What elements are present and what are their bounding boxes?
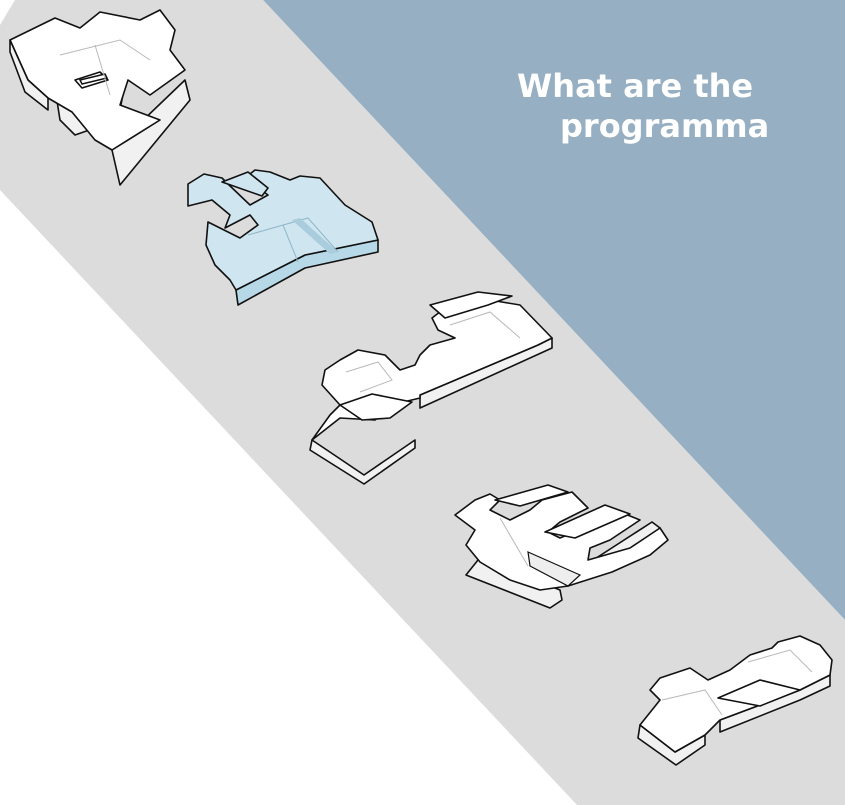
building-model-2 xyxy=(187,169,379,306)
building-model-3 xyxy=(309,291,553,485)
building-model-4 xyxy=(454,484,669,609)
building-model-5 xyxy=(637,635,833,766)
building-model-1 xyxy=(9,9,191,186)
heading-line-2: programma xyxy=(560,107,770,145)
heading-line-1: What are the xyxy=(517,67,754,105)
slide-heading: What are the programma xyxy=(517,66,845,146)
